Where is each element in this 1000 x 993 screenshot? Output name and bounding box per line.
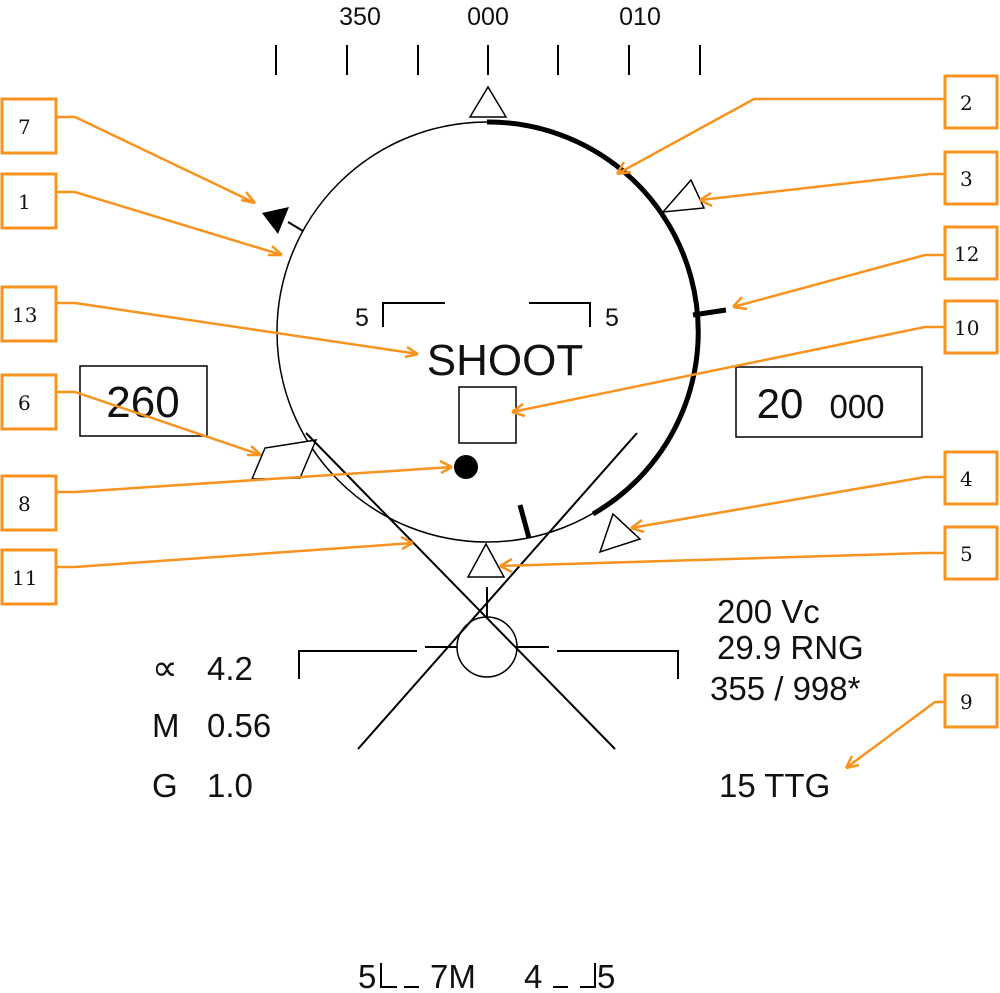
pitch-ladder-right xyxy=(557,650,679,679)
steering-dot xyxy=(454,455,478,479)
callout-label-6: 6 xyxy=(18,391,31,415)
ttg-readout: 15 TTG xyxy=(719,767,830,804)
callout-label-10: 10 xyxy=(954,316,979,340)
leader-3 xyxy=(699,172,945,202)
dlz-bracket-right xyxy=(529,302,591,327)
cross-line xyxy=(305,432,616,750)
leader-8 xyxy=(56,465,453,494)
callout-label-9: 9 xyxy=(960,690,973,714)
right-readouts: 200 Vc 29.9 RNG 355 / 998* 15 TTG xyxy=(710,593,864,804)
cross-line xyxy=(357,432,638,750)
callout-box-6 xyxy=(0,373,58,431)
bottom-status: 5 7M 4 5 xyxy=(358,958,615,993)
leader-1 xyxy=(56,190,283,257)
closure-readout: 200 Vc xyxy=(717,593,820,630)
callout-box-2 xyxy=(943,74,999,130)
callout-label-7: 7 xyxy=(18,115,31,139)
leader-4 xyxy=(630,475,945,530)
status-right-end: 5 xyxy=(597,958,615,993)
dlz-bracket-left xyxy=(382,302,445,327)
leader-5 xyxy=(499,551,945,568)
leader-13 xyxy=(56,301,419,356)
bottom-caret xyxy=(466,542,506,578)
callout-box-4 xyxy=(943,450,999,506)
g-value: 1.0 xyxy=(207,767,253,804)
leader-9 xyxy=(845,700,945,770)
status-left-bracket xyxy=(380,963,397,988)
callout-box-13 xyxy=(0,285,58,343)
max-range-tick xyxy=(692,307,727,318)
target-bearing-arrow xyxy=(262,207,289,234)
callout-label-2: 2 xyxy=(960,91,973,115)
airspeed-box: 260 xyxy=(79,365,208,437)
shoot-cue: SHOOT xyxy=(427,336,583,385)
heading-label-350: 350 xyxy=(339,3,381,31)
heading-caret xyxy=(468,85,508,118)
target-bearing-stem xyxy=(287,221,304,232)
g-symbol: G xyxy=(152,767,178,804)
velocity-vector-marker xyxy=(250,439,318,480)
callout-box-10 xyxy=(943,299,999,355)
callout-label-1: 1 xyxy=(18,190,31,214)
callout-box-7 xyxy=(0,97,58,155)
range-arc-end-tick xyxy=(517,504,532,539)
range-arc xyxy=(486,119,701,517)
airspeed-value: 260 xyxy=(106,378,179,427)
pitch-ladder-left xyxy=(298,650,417,679)
heading-label-010: 010 xyxy=(619,3,661,31)
reticle-circle xyxy=(276,121,698,543)
flight-path-marker xyxy=(456,616,518,678)
boresight-cross xyxy=(298,432,679,750)
callout-label-4: 4 xyxy=(960,467,973,491)
altitude-frame xyxy=(735,366,923,438)
leader-2 xyxy=(616,97,945,176)
airspeed-frame xyxy=(79,365,208,437)
mach-symbol: M xyxy=(152,707,180,744)
leader-11 xyxy=(56,541,414,569)
status-left-number: 5 xyxy=(358,958,376,993)
leader-7 xyxy=(56,115,256,205)
reticle: SHOOT 5 5 xyxy=(250,119,727,578)
heading-scale: 350 000 010 xyxy=(275,3,701,118)
aspect-caret-upper xyxy=(661,178,706,213)
callout-box-12 xyxy=(943,225,999,281)
callout-box-9 xyxy=(943,673,999,729)
callout-label-12: 12 xyxy=(954,242,979,266)
status-right-bracket xyxy=(580,963,596,988)
leader-10 xyxy=(511,325,945,414)
dlz-left-label: 5 xyxy=(355,304,369,332)
callout-label-8: 8 xyxy=(18,492,31,516)
callout-leaders xyxy=(56,97,945,770)
callout-label-11: 11 xyxy=(12,566,37,590)
range-readout: 29.9 RNG xyxy=(717,629,864,666)
status-right-number: 4 xyxy=(524,958,542,993)
callout-boxes: 7 1 13 6 8 11 2 3 12 10 4 5 9 xyxy=(0,74,999,729)
callout-label-13: 13 xyxy=(12,303,37,327)
alpha-symbol: ∝ xyxy=(152,647,178,688)
alpha-value: 4.2 xyxy=(207,650,253,687)
altitude-hundreds: 000 xyxy=(829,388,884,425)
altitude-box: 20 000 xyxy=(735,366,923,438)
altitude-thousands: 20 xyxy=(757,380,804,427)
callout-box-3 xyxy=(943,150,999,206)
status-mode: 7M xyxy=(430,958,476,993)
target-designator-box xyxy=(458,386,517,444)
callout-box-8 xyxy=(0,474,58,532)
leader-12 xyxy=(732,253,945,309)
aspect-readout: 355 / 998* xyxy=(710,670,861,707)
callout-label-3: 3 xyxy=(960,167,973,191)
callout-box-5 xyxy=(943,525,999,581)
dlz-right-label: 5 xyxy=(605,304,619,332)
callout-box-1 xyxy=(0,172,58,230)
aspect-caret-lower xyxy=(598,512,642,554)
callout-label-5: 5 xyxy=(960,542,973,566)
heading-label-000: 000 xyxy=(467,3,509,31)
leader-6 xyxy=(56,390,262,457)
left-readouts: ∝ 4.2 M 0.56 G 1.0 xyxy=(152,647,271,804)
callout-box-11 xyxy=(0,548,58,606)
mach-value: 0.56 xyxy=(207,707,271,744)
